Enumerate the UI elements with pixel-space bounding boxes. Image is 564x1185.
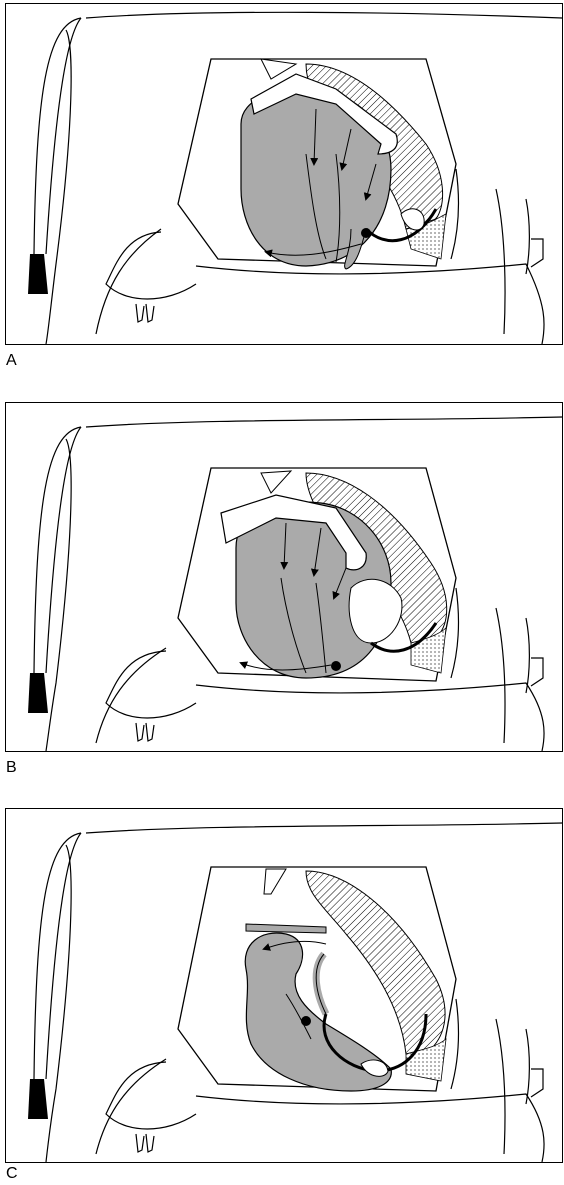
arm-sleeve (264, 869, 286, 894)
teats (136, 723, 154, 741)
arm-sleeve (261, 59, 296, 79)
umbilical-cord (316, 954, 326, 1014)
cow-belly (196, 683, 544, 751)
tail-tip (28, 673, 48, 713)
panel-c (5, 808, 563, 1163)
diagram-a (6, 4, 562, 344)
panel-label-a: A (6, 352, 17, 370)
teats (136, 304, 154, 322)
panel-b (5, 402, 563, 752)
umbilical-point (301, 1016, 311, 1026)
tail-tip (28, 254, 48, 294)
cow-flank (96, 1059, 166, 1154)
cow-back-line (86, 12, 562, 18)
cow-tail-outer (34, 427, 81, 673)
umbilical-point (361, 228, 371, 238)
arm-sleeve (261, 471, 291, 493)
panel-label-c: C (6, 1165, 18, 1183)
calf-head (349, 579, 402, 643)
udder (106, 232, 196, 299)
cow-front-leg (496, 189, 505, 334)
cow-front-leg (496, 1019, 505, 1154)
cow-back-line (86, 823, 562, 833)
cow-flank (96, 648, 166, 743)
cow-tail-outer (34, 18, 81, 254)
cow-front-leg (496, 608, 505, 743)
cow-hind-leg (46, 439, 71, 751)
diagram-b (6, 403, 562, 751)
cow-tail-outer (34, 833, 81, 1079)
diagram-c (6, 809, 562, 1162)
udder (106, 1062, 196, 1129)
calf-limb-upper (246, 924, 326, 933)
cow-back-line (86, 417, 562, 427)
cow-belly (196, 1094, 544, 1162)
umbilical-point (331, 661, 341, 671)
cow-hind-leg (46, 30, 71, 344)
cow-belly (196, 264, 544, 344)
tail-tip (28, 1079, 48, 1119)
panel-label-b: B (6, 759, 17, 777)
cow-flank (96, 229, 161, 334)
calf-head (401, 209, 424, 230)
cow-hind-leg (46, 845, 71, 1162)
panel-a (5, 3, 563, 345)
teats (136, 1134, 154, 1152)
udder (106, 651, 196, 718)
